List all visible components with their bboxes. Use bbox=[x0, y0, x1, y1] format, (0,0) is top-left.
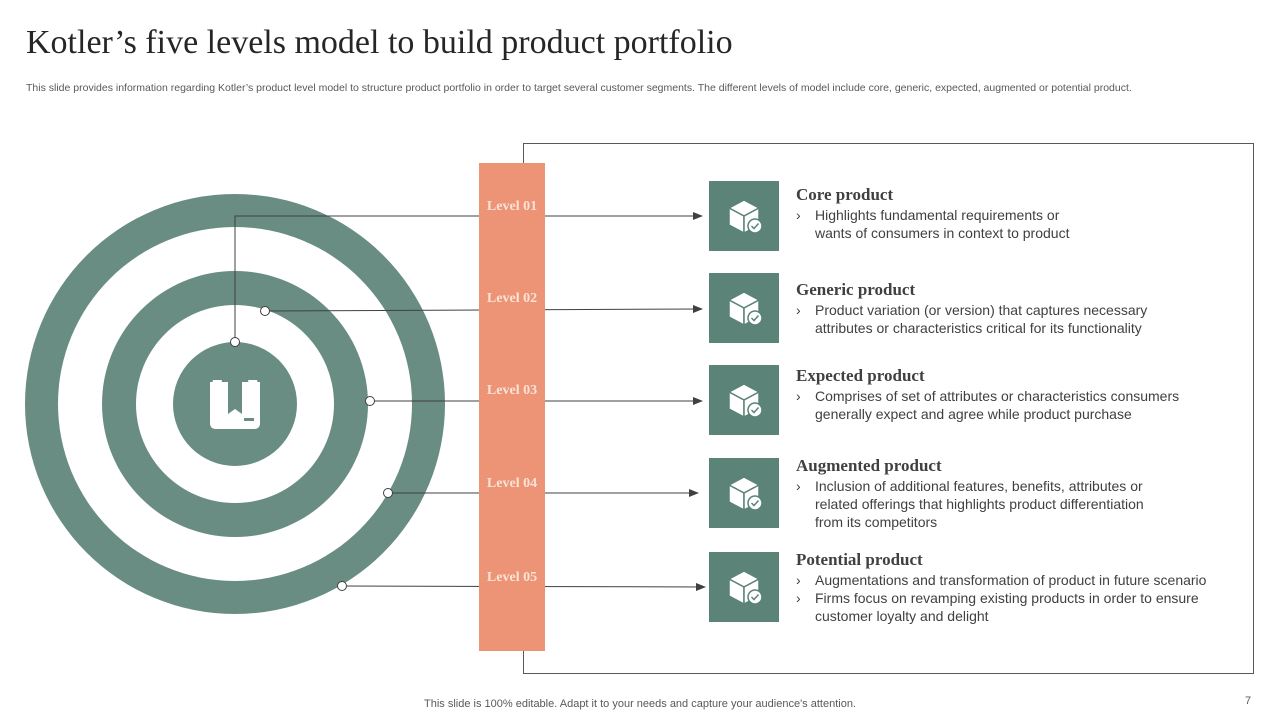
bullet-list: Inclusion of additional features, benefi… bbox=[796, 477, 1166, 531]
bullet-item: Product variation (or version) that capt… bbox=[796, 301, 1171, 337]
slide-subtitle: This slide provides information regardin… bbox=[26, 82, 1132, 94]
level-title: Augmented product bbox=[796, 456, 942, 475]
level-label-01: Level 01 bbox=[486, 199, 538, 214]
level-title: Expected product bbox=[796, 366, 925, 385]
connector-dot-level-02 bbox=[260, 306, 270, 316]
cube-check-icon bbox=[728, 570, 763, 605]
icon-tile-level-01 bbox=[709, 181, 779, 251]
icon-tile-level-02 bbox=[709, 273, 779, 343]
level-item-01: Core product Highlights fundamental requ… bbox=[796, 184, 1081, 242]
page-number: 7 bbox=[1245, 695, 1252, 707]
level-title: Core product bbox=[796, 185, 894, 204]
bullet-item: Augmentations and transformation of prod… bbox=[796, 571, 1241, 589]
icon-tile-level-04 bbox=[709, 458, 779, 528]
package-box-icon bbox=[210, 380, 260, 429]
connector-dots bbox=[230, 306, 393, 591]
cube-check-icon bbox=[728, 199, 763, 234]
bullet-list: Comprises of set of attributes or charac… bbox=[796, 387, 1211, 423]
level-label-05: Level 05 bbox=[486, 570, 538, 585]
connector-dot-level-05 bbox=[337, 581, 347, 591]
level-label-02: Level 02 bbox=[486, 291, 538, 306]
slide-title: Kotler’s five levels model to build prod… bbox=[26, 24, 733, 61]
connector-level-01 bbox=[234, 212, 703, 342]
icon-tile-level-03 bbox=[709, 365, 779, 435]
level-item-05: Potential product Augmentations and tran… bbox=[796, 549, 1241, 625]
cube-check-icon bbox=[728, 476, 763, 511]
cube-check-icon bbox=[728, 291, 763, 326]
bullet-list: Highlights fundamental requirements or w… bbox=[796, 206, 1081, 242]
connector-dot-level-01 bbox=[230, 337, 240, 347]
level-item-03: Expected product Comprises of set of att… bbox=[796, 365, 1211, 423]
bullet-item: Firms focus on revamping existing produc… bbox=[796, 589, 1241, 625]
bullet-list: Augmentations and transformation of prod… bbox=[796, 571, 1241, 625]
bullet-item: Inclusion of additional features, benefi… bbox=[796, 477, 1166, 531]
level-label-04: Level 04 bbox=[486, 476, 538, 491]
level-item-02: Generic product Product variation (or ve… bbox=[796, 279, 1171, 337]
bullet-item: Comprises of set of attributes or charac… bbox=[796, 387, 1211, 423]
connector-dot-level-04 bbox=[383, 488, 393, 498]
level-title: Generic product bbox=[796, 280, 916, 299]
level-label-03: Level 03 bbox=[486, 383, 538, 398]
level-item-04: Augmented product Inclusion of additiona… bbox=[796, 455, 1166, 531]
slide-footer: This slide is 100% editable. Adapt it to… bbox=[424, 698, 856, 710]
level-bar bbox=[479, 163, 545, 651]
level-title: Potential product bbox=[796, 550, 923, 569]
icon-tile-level-05 bbox=[709, 552, 779, 622]
connector-dot-level-03 bbox=[365, 396, 375, 406]
bullet-item: Highlights fundamental requirements or w… bbox=[796, 206, 1081, 242]
cube-check-icon bbox=[728, 383, 763, 418]
bullet-list: Product variation (or version) that capt… bbox=[796, 301, 1171, 337]
